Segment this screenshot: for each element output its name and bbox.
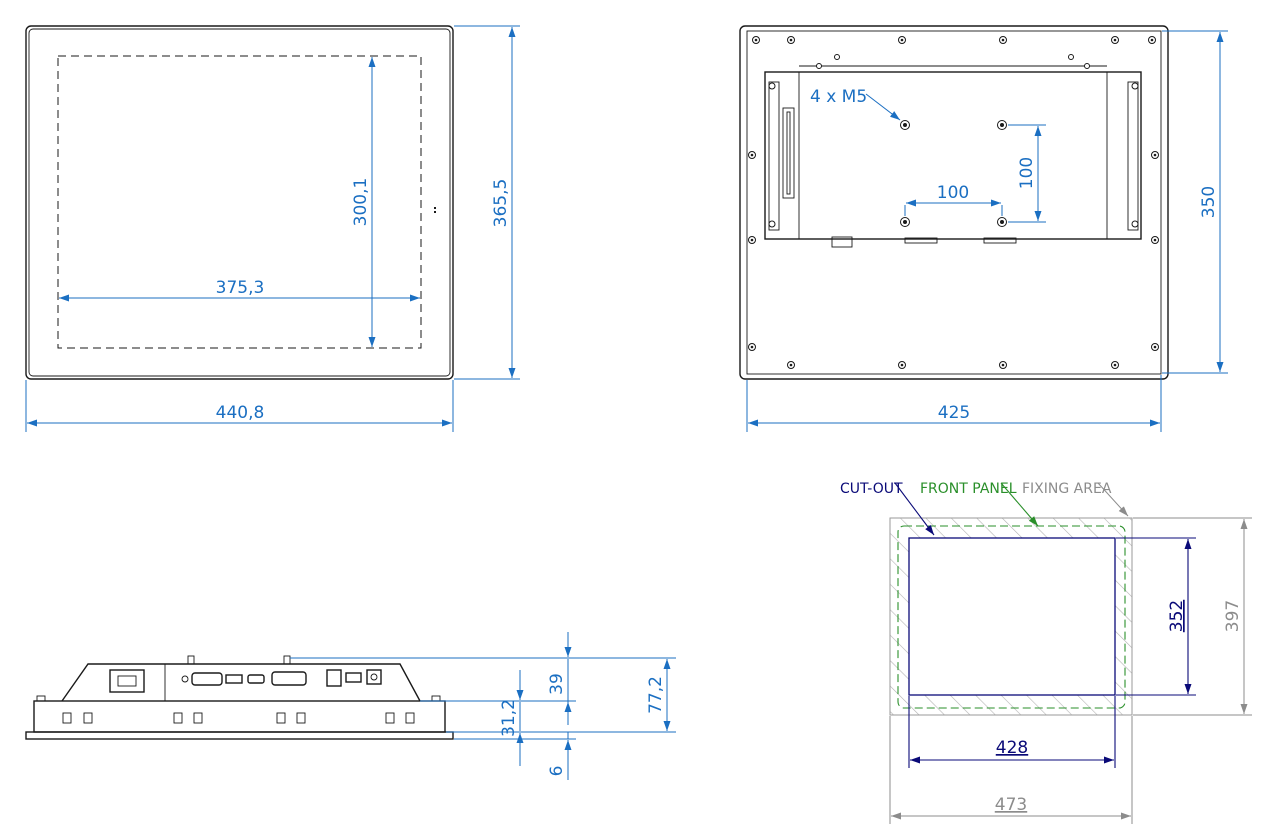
left-rail (768, 81, 780, 231)
dim-front-height: 365,5 (491, 179, 511, 228)
vga-port-icon (904, 237, 938, 244)
dim-cutout-width: 428 (996, 738, 1028, 758)
rear-housing-inner (746, 30, 1162, 375)
rear-housing-profile (61, 663, 421, 702)
hdmi-port-icon (247, 674, 265, 684)
cutout-label: CUT-OUT (840, 481, 903, 497)
power-terminal-icon (109, 669, 145, 693)
front-bezel-inner (28, 28, 451, 377)
dim-vesa-vertical: 100 (1017, 157, 1037, 189)
side-connector (782, 107, 795, 199)
vesa-hole-label: 4 x M5 (810, 87, 867, 107)
display-area-outline (57, 55, 422, 349)
dim-vesa-horizontal: 100 (937, 183, 969, 203)
dim-screen-width: 375,3 (216, 278, 265, 298)
front-panel-label: FRONT PANEL (920, 481, 1017, 497)
front-panel-profile (25, 731, 454, 740)
dim-cutout-height: 352 (1167, 600, 1187, 632)
dvi-port-icon (983, 237, 1017, 244)
perimeter-screws (748, 36, 1159, 369)
front-view: 440,8 365,5 375,3 300,1 (25, 25, 520, 432)
dim-front-width: 440,8 (216, 403, 265, 423)
dvi-port-icon (271, 671, 307, 686)
status-led-icon (434, 207, 436, 213)
dim-outer-height: 397 (1223, 600, 1243, 632)
vga-port-icon (191, 672, 223, 686)
front-bezel-outline (25, 25, 454, 380)
right-rail (1127, 81, 1139, 231)
rear-housing-outline (739, 25, 1169, 380)
lan-port-icon (326, 669, 342, 687)
dim-rear-width: 425 (938, 403, 970, 423)
usb-port-icon (225, 674, 243, 684)
dim-outer-width: 473 (995, 795, 1027, 815)
dim-rear-housing: 39 (547, 673, 567, 695)
dim-panel-thickness: 6 (547, 766, 567, 777)
rear-mount-plate (764, 71, 1142, 240)
dim-rear-height: 350 (1199, 186, 1219, 218)
dim-body-depth: 31,2 (499, 699, 519, 737)
power-connector-icon (831, 236, 853, 248)
rear-view: 4 x M5 100 100 425 350 (739, 25, 1228, 432)
vent-slots (62, 712, 415, 724)
cutout-view: CUT-OUT FRONT PANEL FIXING AREA 352 428 … (840, 481, 1252, 824)
dim-total-depth: 77,2 (646, 676, 666, 714)
vesa-holes (900, 120, 1007, 227)
dim-screen-height: 300,1 (351, 178, 371, 227)
front-panel-outline (897, 525, 1126, 709)
audio-jack-icon (366, 669, 382, 685)
cutout-outline (908, 537, 1116, 696)
side-view: 77,2 39 31,2 6 (25, 632, 676, 780)
fixing-area-label: FIXING AREA (1022, 481, 1112, 497)
usb-port-icon-2 (345, 672, 362, 683)
body-profile (33, 700, 446, 733)
